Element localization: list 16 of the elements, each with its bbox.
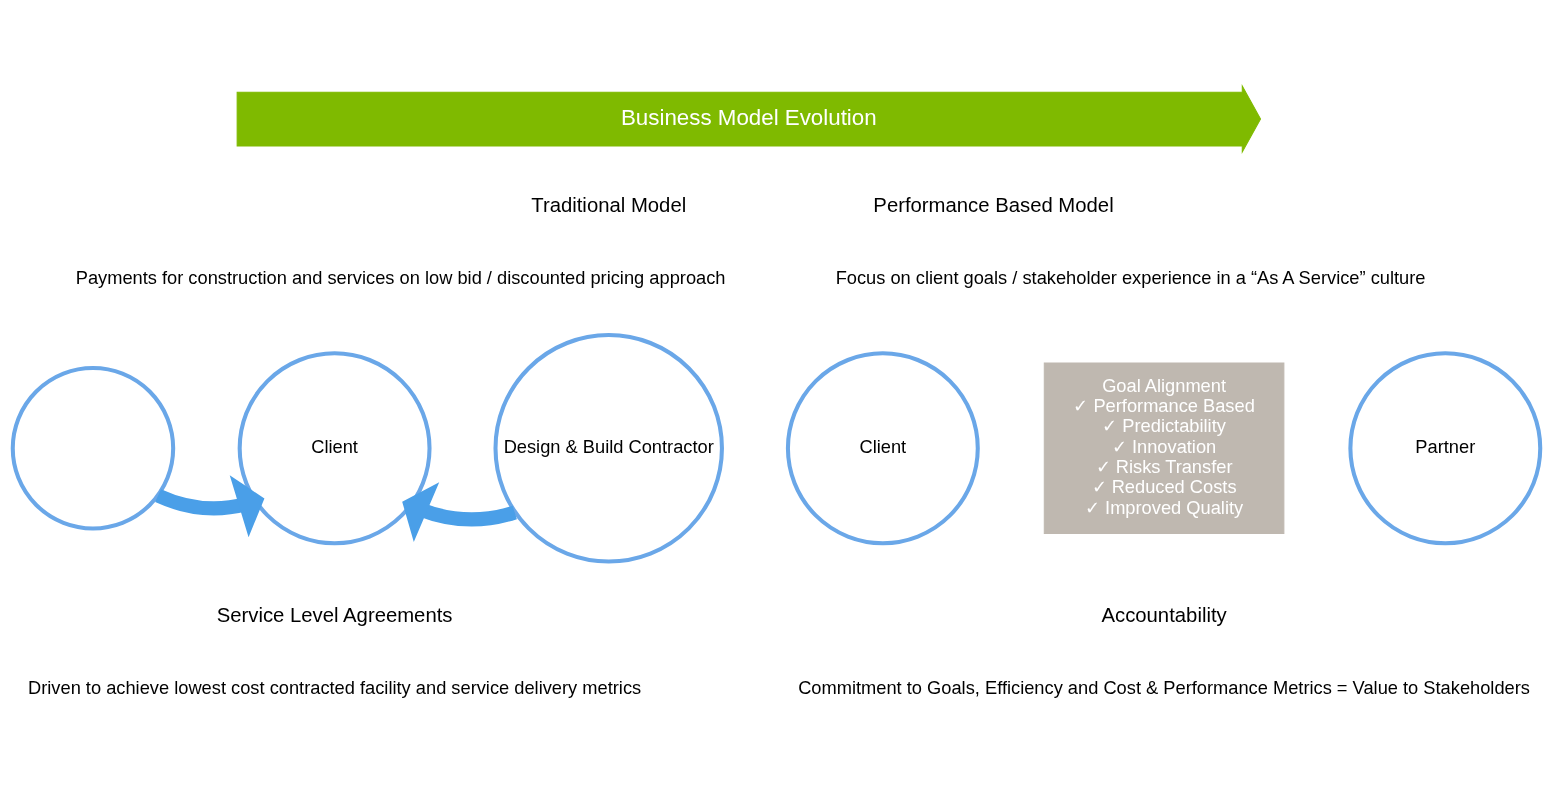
label: Accountability (1101, 603, 1227, 626)
label: Traditional Model (531, 193, 687, 216)
label: Payments for construction and services on low bid / discounted pricing approach (75, 266, 726, 288)
node-circle: Client (237, 350, 432, 545)
node-circle (10, 365, 176, 530)
label: Driven to achieve lowest cost contracted facility and service delivery metrics (28, 676, 642, 698)
node-circle: Design & Build Contractor (493, 332, 724, 564)
node-circle: Client (785, 350, 980, 545)
label: Commitment to Goals, Efficiency and Cost & Performance Metrics = Value to Stakeholders (798, 676, 1530, 698)
node-box: Goal Alignment ✓ Performance Based ✓ Predictability ✓ Innovation ✓ Risks Transfer ✓ Reduced Costs ✓ Improved Quality (1043, 362, 1285, 534)
label: Performance Based Model (873, 193, 1114, 216)
arrow (155, 474, 265, 537)
node-circle: Partner (1348, 350, 1543, 545)
arrow (402, 481, 517, 542)
label: Service Level Agreements (216, 603, 453, 626)
label: Focus on client goals / stakeholder experience in a “As A Service” culture (835, 266, 1426, 288)
